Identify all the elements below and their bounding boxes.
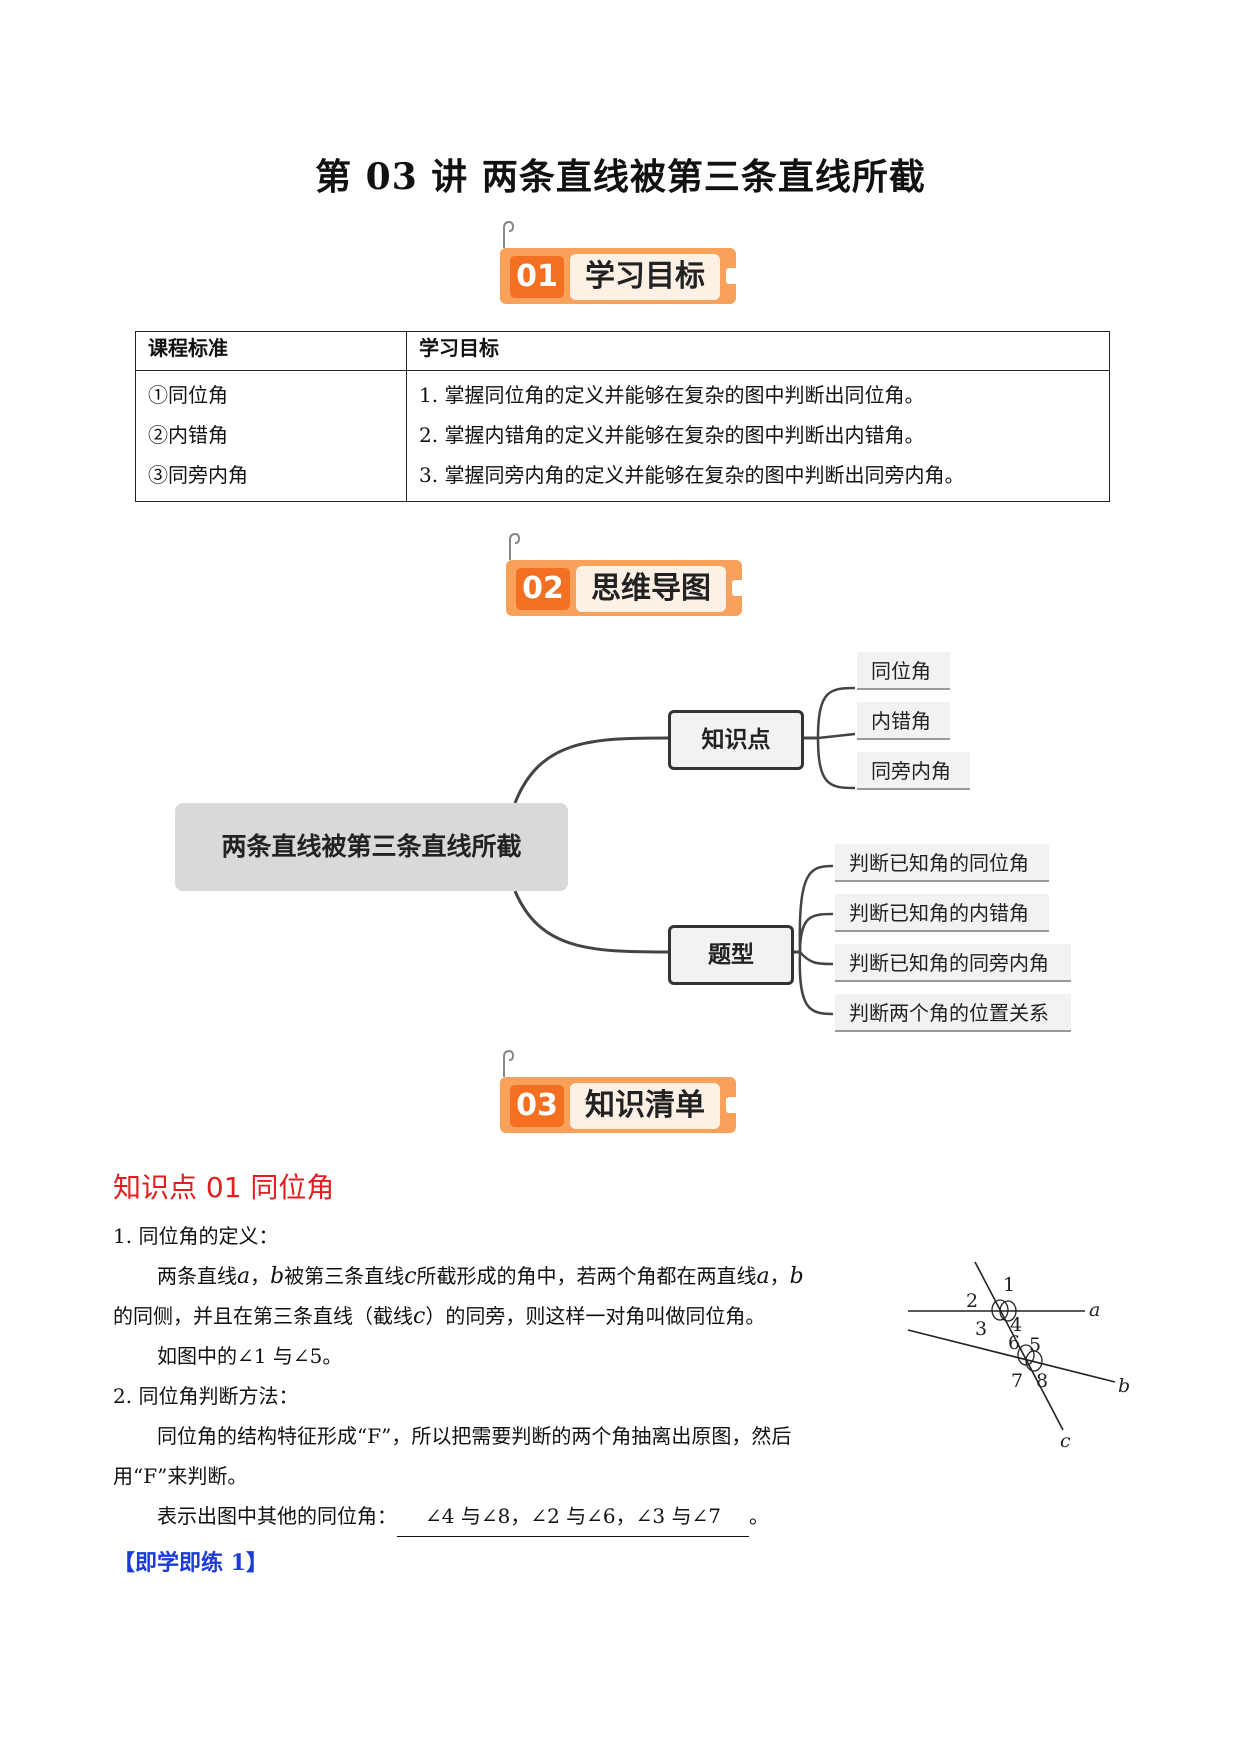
table-header-row: 课程标准 学习目标 — [135, 331, 1110, 371]
angle-label-3: 3 — [975, 1318, 987, 1340]
standards-cell: ①同位角 ②内错角 ③同旁内角 — [135, 370, 407, 502]
knowledge-point-title: 知识点 01 同位角 — [113, 1171, 335, 1204]
angle-arc — [999, 1300, 1017, 1322]
mindmap-leaf: 判断已知角的同位角 — [835, 844, 1049, 882]
objective-item: 1. 掌握同位角的定义并能够在复杂的图中判断出同位角。 — [419, 383, 925, 407]
angle-label-1: 1 — [1003, 1274, 1015, 1296]
section-label: 学习目标 — [570, 254, 720, 300]
example-line: 如图中的∠1 与∠5。 — [157, 1344, 343, 1368]
angle-label-5: 5 — [1029, 1334, 1041, 1356]
line-label-b: b — [1118, 1375, 1130, 1397]
angle-label-4: 4 — [1010, 1314, 1022, 1336]
mindmap-leaf: 内错角 — [857, 702, 950, 740]
answer-blank: ∠4 与∠8，∠2 与∠6，∠3 与∠7 — [397, 1496, 749, 1537]
text-fragment: 两条直线 — [157, 1264, 237, 1288]
objective-item: 2. 掌握内错角的定义并能够在复杂的图中判断出内错角。 — [419, 423, 925, 447]
text-fragment: 。 — [748, 1504, 769, 1528]
practice-label: 【即学即练 1】 — [113, 1550, 268, 1576]
mindmap-root: 两条直线被第三条直线所截 — [175, 803, 568, 891]
section-notch — [726, 1097, 736, 1113]
method-line-2: 用“F”来判断。 — [113, 1464, 248, 1488]
text-fragment: 被第三条直线 — [284, 1264, 405, 1288]
header-objective: 学习目标 — [406, 331, 1110, 371]
angle-label-6: 6 — [1008, 1332, 1020, 1354]
definition-line-1: 两条直线a，b被第三条直线c所截形成的角中，若两个角都在两直线a，b — [157, 1256, 804, 1297]
section-header-03: 03 知识清单 — [500, 1049, 736, 1133]
line-c — [974, 1261, 1064, 1431]
section-header-01: 01 学习目标 — [500, 220, 736, 304]
angle-label-8: 8 — [1036, 1370, 1048, 1392]
mindmap-branch-question-types: 题型 — [668, 925, 794, 985]
paperclip-icon — [503, 220, 514, 248]
paperclip-icon — [503, 1049, 514, 1077]
section-notch — [726, 268, 736, 284]
text-fragment: 表示出图中其他的同位角： — [157, 1504, 397, 1528]
mindmap-leaf: 判断已知角的同旁内角 — [835, 944, 1071, 982]
goals-table: 课程标准 学习目标 ①同位角 ②内错角 ③同旁内角 1. 掌握同位角的定义并能够… — [135, 331, 1110, 502]
var-b: b — [789, 1264, 804, 1289]
method-line-1: 同位角的结构特征形成“F”，所以把需要判断的两个角抽离出原图，然后 — [157, 1424, 792, 1448]
paperclip-icon — [509, 532, 520, 560]
line-label-c: c — [1060, 1430, 1071, 1452]
mindmap-branch-knowledge: 知识点 — [668, 710, 804, 770]
section-notch — [732, 580, 742, 596]
objectives-cell: 1. 掌握同位角的定义并能够在复杂的图中判断出同位角。 2. 掌握内错角的定义并… — [406, 370, 1110, 502]
standard-item: ③同旁内角 — [148, 463, 248, 487]
var-c: c — [404, 1264, 417, 1289]
standard-item: ①同位角 — [148, 383, 228, 407]
section-number: 03 — [510, 1085, 564, 1127]
line-label-a: a — [1089, 1299, 1100, 1321]
page-title: 第 03 讲 两条直线被第三条直线所截 — [315, 156, 926, 198]
table-row: ①同位角 ②内错角 ③同旁内角 1. 掌握同位角的定义并能够在复杂的图中判断出同… — [135, 370, 1110, 502]
definition-line-2: 的同侧，并且在第三条直线（截线c）的同旁，则这样一对角叫做同位角。 — [113, 1296, 765, 1337]
line-b — [907, 1329, 1116, 1383]
mindmap-leaf: 判断两个角的位置关系 — [835, 994, 1071, 1032]
mindmap-leaf: 同位角 — [857, 652, 950, 690]
section-label: 思维导图 — [576, 566, 726, 612]
var-a: a — [756, 1264, 770, 1289]
text-fragment: 的同侧，并且在第三条直线（截线 — [113, 1304, 413, 1328]
section-number: 01 — [510, 256, 564, 298]
angle-label-2: 2 — [966, 1290, 978, 1312]
text-fragment: 所截形成的角中，若两个角都在两直线 — [416, 1264, 757, 1288]
angle-arc — [1025, 1350, 1043, 1372]
angle-arc — [991, 1299, 1009, 1321]
section-header-02: 02 思维导图 — [506, 532, 742, 616]
transversal-figure: 1 2 3 4 5 6 7 8 a b c — [907, 1261, 1130, 1452]
var-a: a — [237, 1264, 251, 1289]
text-fragment: ）的同旁，则这样一对角叫做同位角。 — [425, 1304, 766, 1328]
text-fragment: ， — [250, 1264, 271, 1288]
objective-item: 3. 掌握同旁内角的定义并能够在复杂的图中判断出同旁内角。 — [419, 463, 965, 487]
mindmap-leaf: 同旁内角 — [857, 752, 970, 790]
text-fragment: ， — [769, 1264, 790, 1288]
section-label: 知识清单 — [570, 1083, 720, 1129]
var-c: c — [413, 1304, 426, 1329]
angle-label-7: 7 — [1011, 1370, 1023, 1392]
method-heading: 2. 同位角判断方法： — [113, 1384, 299, 1408]
section-number: 02 — [516, 568, 570, 610]
definition-heading: 1. 同位角的定义： — [113, 1224, 279, 1248]
mindmap-leaf: 判断已知角的内错角 — [835, 894, 1049, 932]
var-b: b — [270, 1264, 285, 1289]
standard-item: ②内错角 — [148, 423, 228, 447]
other-angles-line: 表示出图中其他的同位角：∠4 与∠8，∠2 与∠6，∠3 与∠7。 — [157, 1496, 769, 1537]
